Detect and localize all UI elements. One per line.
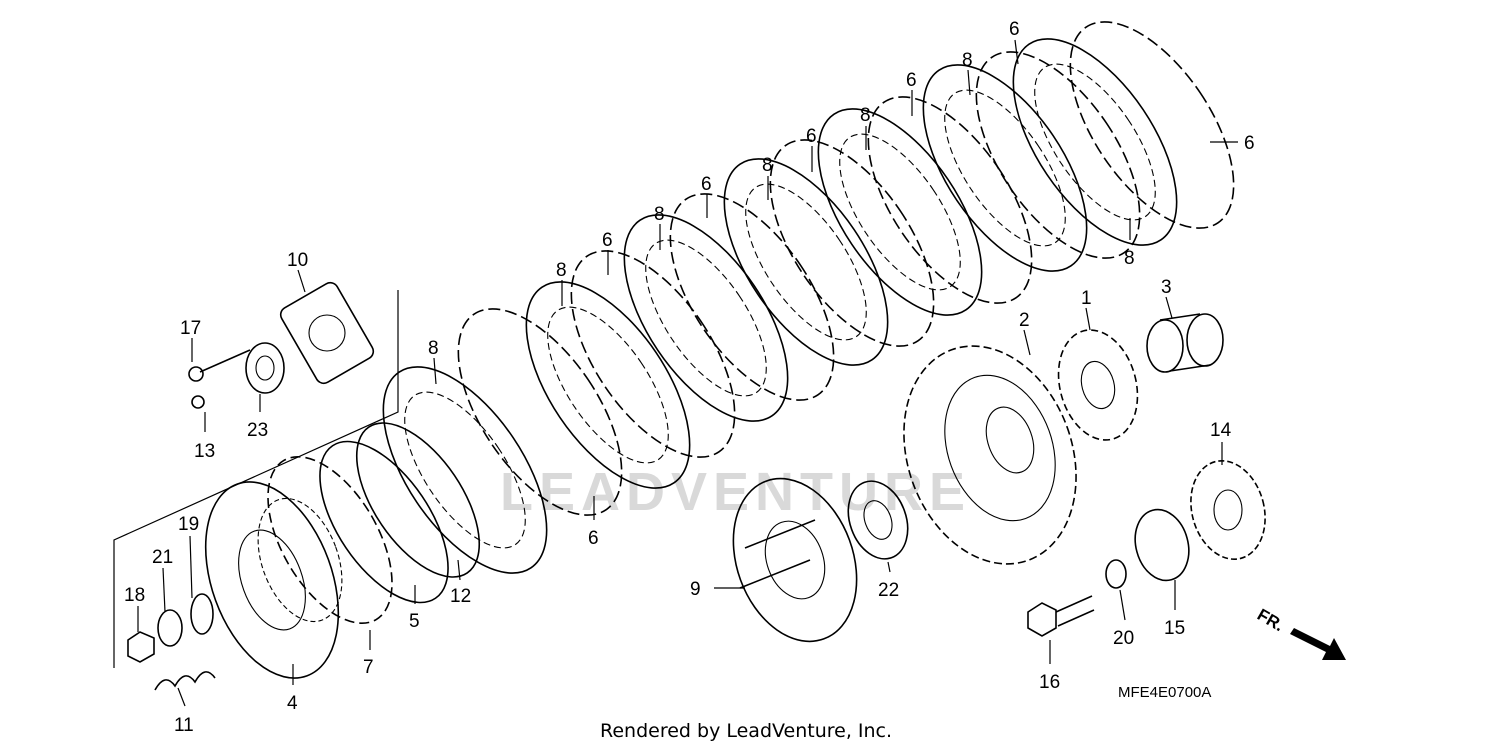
callout-4: 4 bbox=[287, 693, 298, 714]
front-direction-arrow: FR. bbox=[1254, 605, 1346, 660]
callout-17: 17 bbox=[180, 318, 201, 339]
callout-16: 16 bbox=[1039, 672, 1060, 693]
primary-drive-gear bbox=[1190, 460, 1266, 560]
callout-6-d: 6 bbox=[806, 126, 817, 147]
thrust-washer bbox=[847, 480, 909, 560]
lock-washer bbox=[1134, 508, 1190, 582]
callout-15: 15 bbox=[1164, 618, 1185, 639]
callout-11: 11 bbox=[174, 715, 194, 736]
callout-2: 2 bbox=[1019, 310, 1030, 331]
callout-1: 1 bbox=[1081, 288, 1092, 309]
nut-washer-spring bbox=[127, 593, 216, 691]
callout-6-f: 6 bbox=[602, 230, 613, 251]
friction-disc-a bbox=[267, 455, 393, 625]
flange-bolt bbox=[1027, 595, 1095, 637]
callout-8-b: 8 bbox=[860, 105, 871, 126]
callout-21: 21 bbox=[152, 547, 173, 568]
callout-7: 7 bbox=[363, 657, 374, 678]
diagram-code: MFE4E0700A bbox=[1118, 684, 1211, 701]
clutch-plate-stack bbox=[382, 21, 1235, 574]
washer-20 bbox=[1105, 559, 1127, 589]
leader-lines bbox=[137, 39, 1238, 707]
callout-8-a: 8 bbox=[962, 50, 973, 71]
watermark: LEADVENTURE bbox=[500, 462, 971, 522]
callout-8-g: 8 bbox=[1124, 248, 1135, 269]
clutch-outer bbox=[903, 345, 1077, 565]
callout-18: 18 bbox=[124, 585, 145, 606]
callout-19: 19 bbox=[178, 514, 199, 535]
callout-5: 5 bbox=[409, 611, 420, 632]
callout-22: 22 bbox=[878, 580, 899, 601]
callout-20: 20 bbox=[1113, 628, 1134, 649]
svg-text:FR.: FR. bbox=[1254, 605, 1287, 635]
callout-13: 13 bbox=[194, 441, 215, 462]
spring-seat bbox=[355, 422, 481, 578]
judder-spring bbox=[319, 440, 449, 604]
callout-6-a: 6 bbox=[1009, 19, 1020, 40]
lifter-hardware bbox=[188, 281, 375, 409]
callout-6-g: 6 bbox=[588, 528, 599, 549]
bracket-line bbox=[113, 290, 399, 668]
collar bbox=[1146, 313, 1224, 373]
callout-12: 12 bbox=[450, 586, 471, 607]
callouts: 1 2 3 4 5 7 9 10 11 12 13 14 15 16 17 18… bbox=[124, 19, 1255, 736]
callout-8-f: 8 bbox=[428, 338, 439, 359]
clutch-center-gear bbox=[1057, 329, 1139, 441]
callout-23: 23 bbox=[247, 420, 268, 441]
pressure-plate bbox=[204, 481, 343, 679]
callout-9: 9 bbox=[690, 579, 701, 600]
callout-3: 3 bbox=[1161, 277, 1172, 298]
callout-6-b: 6 bbox=[1244, 133, 1255, 154]
callout-8-e: 8 bbox=[556, 260, 567, 281]
callout-6-e: 6 bbox=[701, 174, 712, 195]
footer-credit: Rendered by LeadVenture, Inc. bbox=[600, 720, 892, 742]
callout-10: 10 bbox=[287, 250, 308, 271]
callout-8-d: 8 bbox=[654, 204, 665, 225]
callout-8-c: 8 bbox=[762, 155, 773, 176]
callout-14: 14 bbox=[1210, 420, 1232, 441]
lifter-plate bbox=[732, 477, 858, 643]
callout-6-c: 6 bbox=[906, 70, 917, 91]
